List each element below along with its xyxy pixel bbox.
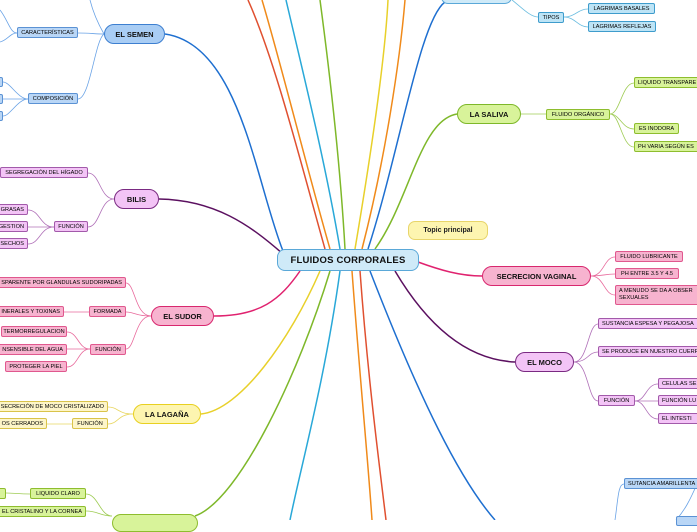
branch-line-bottom-orange (351, 270, 373, 520)
branch-el-sudor[interactable]: EL SUDOR (151, 306, 214, 326)
lagrimas-basales[interactable]: LAGRIMAS BASALES (588, 3, 655, 14)
branch-line-orina (369, 270, 496, 520)
bilis-segregacion[interactable]: SEGREGACIÓN DEL HÍGADO (0, 167, 88, 178)
semen-composicion-item-3[interactable] (0, 111, 3, 121)
connector-lines (0, 0, 697, 520)
sudor-glandulas[interactable]: SPARENTE POR GLANDULAS SUDORIPADAS (0, 277, 126, 288)
lagrimas-tipos[interactable]: TIPOS (538, 12, 564, 23)
sudor-leaf-piel[interactable]: PROTEGER LA PIEL (5, 361, 67, 372)
branch-line-lagrimas (367, 1, 446, 250)
ojo-leaf-cristalino[interactable]: EL CRISTALINO Y LA CORNEA (0, 506, 86, 517)
branch-bilis[interactable]: BILIS (114, 189, 159, 209)
branch-la-saliva[interactable]: LA SALIVA (457, 104, 521, 124)
branch-line-sudor (213, 270, 301, 317)
branch-ojo[interactable] (112, 514, 198, 532)
vaginal-ph[interactable]: PH ENTRE 3.5 Y 4.5 (615, 268, 679, 279)
saliva-leaf-inodora[interactable]: ES INODORA (634, 123, 679, 134)
branch-el-moco[interactable]: EL MOCO (515, 352, 574, 372)
ojo-liquido-claro[interactable]: LIQUIDO CLARO (30, 488, 86, 499)
branch-line-semen (164, 33, 284, 252)
branch-el-semen[interactable]: EL SEMEN (104, 24, 165, 44)
branch-line-moco (394, 270, 516, 363)
branch-line-bilis (158, 198, 284, 255)
moco-leaf-funcion-lu[interactable]: FUNCIÓN LU (658, 395, 697, 406)
topic-placeholder[interactable]: Topic principal (408, 221, 488, 240)
moco-funcion[interactable]: FUNCIÓN (598, 395, 635, 406)
branch-line-top-yellow (354, 0, 389, 250)
vaginal-fluido-lubricante[interactable]: FLUIDO LUBRICANTE (615, 251, 683, 262)
lagrimas-reflejas[interactable]: LAGRIMAS REFLEJAS (588, 21, 656, 32)
sudor-formada[interactable]: FORMADA (89, 306, 126, 317)
branch-secrecion-vaginal[interactable]: SECRECION VAGINAL (482, 266, 591, 286)
sudor-leaf-agua[interactable]: NSENSIBLE DEL AGUA (0, 344, 67, 355)
bilis-leaf-grasas[interactable]: GRASAS (0, 204, 28, 215)
branch-line-top-red (247, 0, 326, 250)
branch-lagrimas[interactable] (441, 0, 512, 4)
moco-sustancia[interactable]: SUSTANCIA ESPESA Y PEGAJOSA (598, 318, 697, 329)
branch-la-lagana[interactable]: LA LAGAÑA (133, 404, 201, 424)
lagana-leaf-ojos-cerrados[interactable]: OS CERRADOS (0, 418, 47, 429)
orina-leaf-partial[interactable] (676, 516, 697, 526)
vaginal-observa[interactable]: A MENUDO SE DA A OBSER SEXUALES (615, 285, 697, 305)
moco-leaf-celulas[interactable]: CELULAS SE (658, 378, 697, 389)
ojo-leaf-1[interactable] (0, 488, 6, 499)
semen-composicion-item-1[interactable] (0, 77, 3, 87)
semen-caracteristicas[interactable]: CARACTERÍSTICAS (17, 27, 78, 38)
bilis-leaf-gestion[interactable]: GESTION (0, 221, 28, 232)
branch-line-saliva (374, 113, 458, 250)
semen-composicion[interactable]: COMPOSICIÓN (28, 93, 78, 104)
lagana-funcion[interactable]: FUNCIÓN (72, 418, 108, 429)
bilis-leaf-sechos[interactable]: SECHOS (0, 238, 28, 249)
central-topic[interactable]: FLUIDOS CORPORALES (277, 249, 419, 271)
branch-line-bottom-cyan (289, 270, 341, 520)
saliva-leaf-ph[interactable]: PH VARIA SEGÚN ES (634, 141, 697, 152)
branch-line-top-green (319, 0, 346, 250)
sudor-leaf-minerales[interactable]: INERALES Y TOXINAS (0, 306, 64, 317)
branch-line-lagana (200, 270, 321, 415)
branch-line-top-orange2 (361, 0, 406, 250)
saliva-fluido-organico[interactable]: FLUIDO ORGÁNICO (546, 109, 610, 120)
branch-line-vaginal (417, 261, 483, 277)
branch-line-top-orange (261, 0, 331, 250)
moco-produce[interactable]: SE PRODUCE EN NUESTRO CUERP (598, 346, 697, 357)
orina-sustancia-amarillenta[interactable]: SUTANCIA AMARILLENTA (624, 478, 697, 489)
saliva-leaf-transparente[interactable]: LIQUIDO TRANSPARE (634, 77, 697, 88)
bilis-funcion[interactable]: FUNCIÓN (54, 221, 88, 232)
lagana-secrecion[interactable]: SECRECIÓN DE MOCO CRISTALIZADO (0, 401, 108, 412)
branch-line-bottom-red (359, 270, 387, 520)
branch-line-top-cyan (285, 0, 341, 250)
sudor-funcion[interactable]: FUNCIÓN (90, 344, 126, 355)
sudor-leaf-termorregulacion[interactable]: TERMORREGULACION (1, 326, 67, 337)
semen-composicion-item-2[interactable] (0, 94, 3, 104)
branch-line-ojo (194, 270, 331, 517)
moco-leaf-intestino[interactable]: EL INTESTI (658, 413, 697, 424)
